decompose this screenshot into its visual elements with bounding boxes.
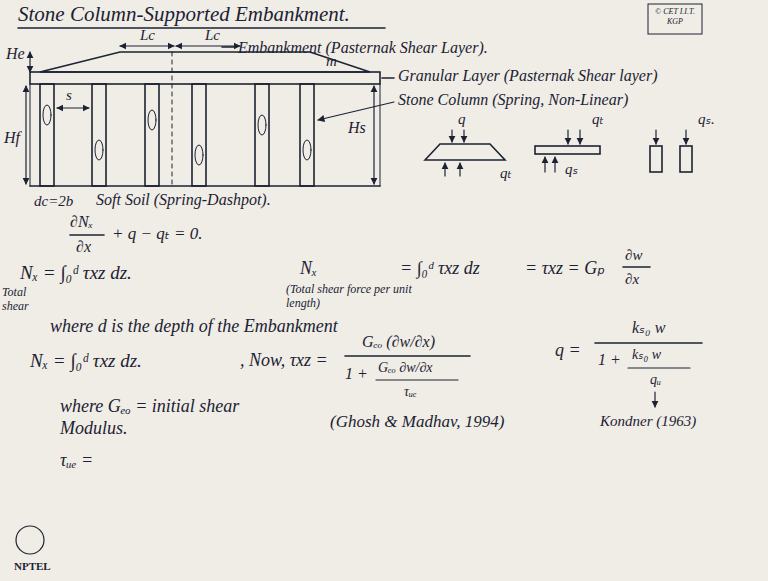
handwritten-label: ∂Nₓ — [70, 212, 93, 231]
column-sketch — [680, 146, 692, 172]
load-arrow — [554, 157, 555, 172]
handwritten-label: Embankment (Pasternak Shear Layer). — [238, 38, 488, 57]
handwritten-label: Gₑₒ ∂w/∂x — [378, 360, 433, 377]
handwritten-label: Nₓ — [300, 258, 317, 280]
embankment-sketch — [425, 144, 505, 160]
fraction-bar — [376, 379, 458, 380]
height-dimension — [25, 86, 26, 184]
load-arrow — [463, 130, 464, 142]
stone-mark — [95, 140, 103, 160]
load-arrow — [567, 130, 568, 144]
handwritten-label: Nₓ = ∫₀ᵈ τxz dz. — [20, 262, 132, 285]
soil-side — [30, 84, 31, 186]
handwritten-label: ∂x — [625, 270, 639, 288]
granular-layer — [30, 72, 380, 84]
handwritten-label: ∂w — [625, 246, 642, 264]
handwritten-label: NPTEL — [14, 560, 51, 573]
load-arrow — [459, 163, 460, 176]
leader-line — [318, 102, 394, 120]
load-arrow — [544, 157, 545, 172]
load-arrow — [579, 130, 580, 144]
stone-mark — [148, 110, 156, 130]
handwritten-label: Lc — [205, 26, 220, 44]
soil-side — [380, 84, 381, 186]
stone-column — [40, 84, 54, 186]
column-sketch — [650, 146, 662, 172]
center-line — [172, 52, 173, 186]
length-dimension — [120, 45, 174, 46]
leader-line — [382, 77, 394, 79]
handwritten-label: qₜ — [500, 164, 512, 182]
handwritten-label: dc=2b — [34, 192, 73, 210]
logo-box — [648, 4, 702, 34]
spacing-dimension — [57, 107, 89, 108]
handwritten-label: kₛ₀ w — [632, 347, 661, 364]
load-arrow — [685, 130, 686, 144]
soil-base — [30, 185, 380, 187]
handwritten-label: = ∫₀ᵈ τxz dz — [400, 258, 480, 280]
handwritten-label: τᵤₑ — [404, 384, 417, 401]
handwritten-label: Hs — [348, 118, 366, 137]
handwritten-label: where d is the depth of the Embankment — [50, 316, 338, 338]
stone-column — [145, 84, 159, 186]
stone-mark — [303, 140, 311, 160]
load-arrow — [451, 130, 452, 142]
title-text: Stone Column-Supported Embankment. — [18, 2, 350, 27]
handwritten-label: (Ghosh & Madhav, 1994) — [330, 412, 504, 432]
handwritten-label: Total shear — [2, 285, 47, 314]
stone-column — [192, 84, 206, 186]
handwritten-label: 1 + — [345, 364, 368, 383]
pointer-arrow — [654, 392, 655, 407]
fraction-bar — [345, 355, 470, 357]
handwritten-label: (Total shear force per unit length) — [286, 282, 416, 311]
handwritten-label: + q − qₜ = 0. — [112, 224, 202, 244]
handwritten-label: qₛ — [565, 160, 578, 178]
stone-column — [92, 84, 106, 186]
handwritten-label: qₜ — [592, 110, 604, 128]
handwritten-label: qᵤ — [650, 372, 661, 389]
handwritten-label: s — [66, 86, 72, 104]
handwritten-label: = τxz = Gₚ — [525, 258, 605, 280]
handwritten-label: Stone Column (Spring, Non-Linear) — [398, 90, 628, 109]
handwritten-label: qₛ. — [698, 110, 715, 128]
handwritten-label: , Now, τxz = — [240, 350, 328, 372]
height-dimension — [373, 86, 374, 184]
leader-line — [222, 46, 234, 48]
handwritten-label: He — [6, 44, 25, 63]
stone-columns — [40, 84, 314, 186]
handwritten-label: Kondner (1963) — [600, 412, 696, 430]
stone-column — [255, 84, 269, 186]
load-arrow — [655, 130, 656, 144]
length-dimension — [176, 45, 240, 46]
handwritten-label: Hf — [4, 128, 20, 147]
fraction-bar — [628, 367, 690, 368]
fraction-bar — [70, 234, 104, 236]
handwritten-label: ∂x — [76, 237, 91, 256]
layer-sketch — [535, 146, 600, 154]
logo-circle — [16, 526, 44, 554]
fraction-bar — [623, 266, 650, 268]
handwritten-label: where Gₑₒ = initial shear Modulus. — [60, 396, 310, 439]
handwritten-label: q — [458, 110, 466, 128]
stone-column — [300, 84, 314, 186]
handwritten-label: Nₓ = ∫₀ᵈ τxz dz. — [30, 350, 142, 373]
handwritten-label: Granular Layer (Pasternak Shear layer) — [398, 66, 658, 85]
height-dimension — [29, 52, 30, 72]
fraction-bar — [595, 342, 702, 344]
stone-mark — [258, 115, 266, 135]
load-arrow — [444, 163, 445, 176]
handwritten-label: q = — [555, 340, 581, 362]
handwritten-label: Gₑₒ (∂w/∂x) — [362, 332, 435, 351]
title-underline — [18, 27, 385, 29]
stone-mark — [195, 145, 203, 165]
stone-mark — [43, 105, 51, 125]
handwritten-label: Lc — [140, 26, 155, 44]
handwritten-label: kₛ₀ w — [632, 318, 665, 337]
handwritten-label: Soft Soil (Spring-Dashpot). — [96, 190, 271, 209]
handwritten-label: τᵤₑ = — [60, 450, 93, 472]
handwritten-label: © CET I.I.T. KGP — [650, 7, 700, 26]
handwritten-label: 1 + — [598, 350, 621, 369]
